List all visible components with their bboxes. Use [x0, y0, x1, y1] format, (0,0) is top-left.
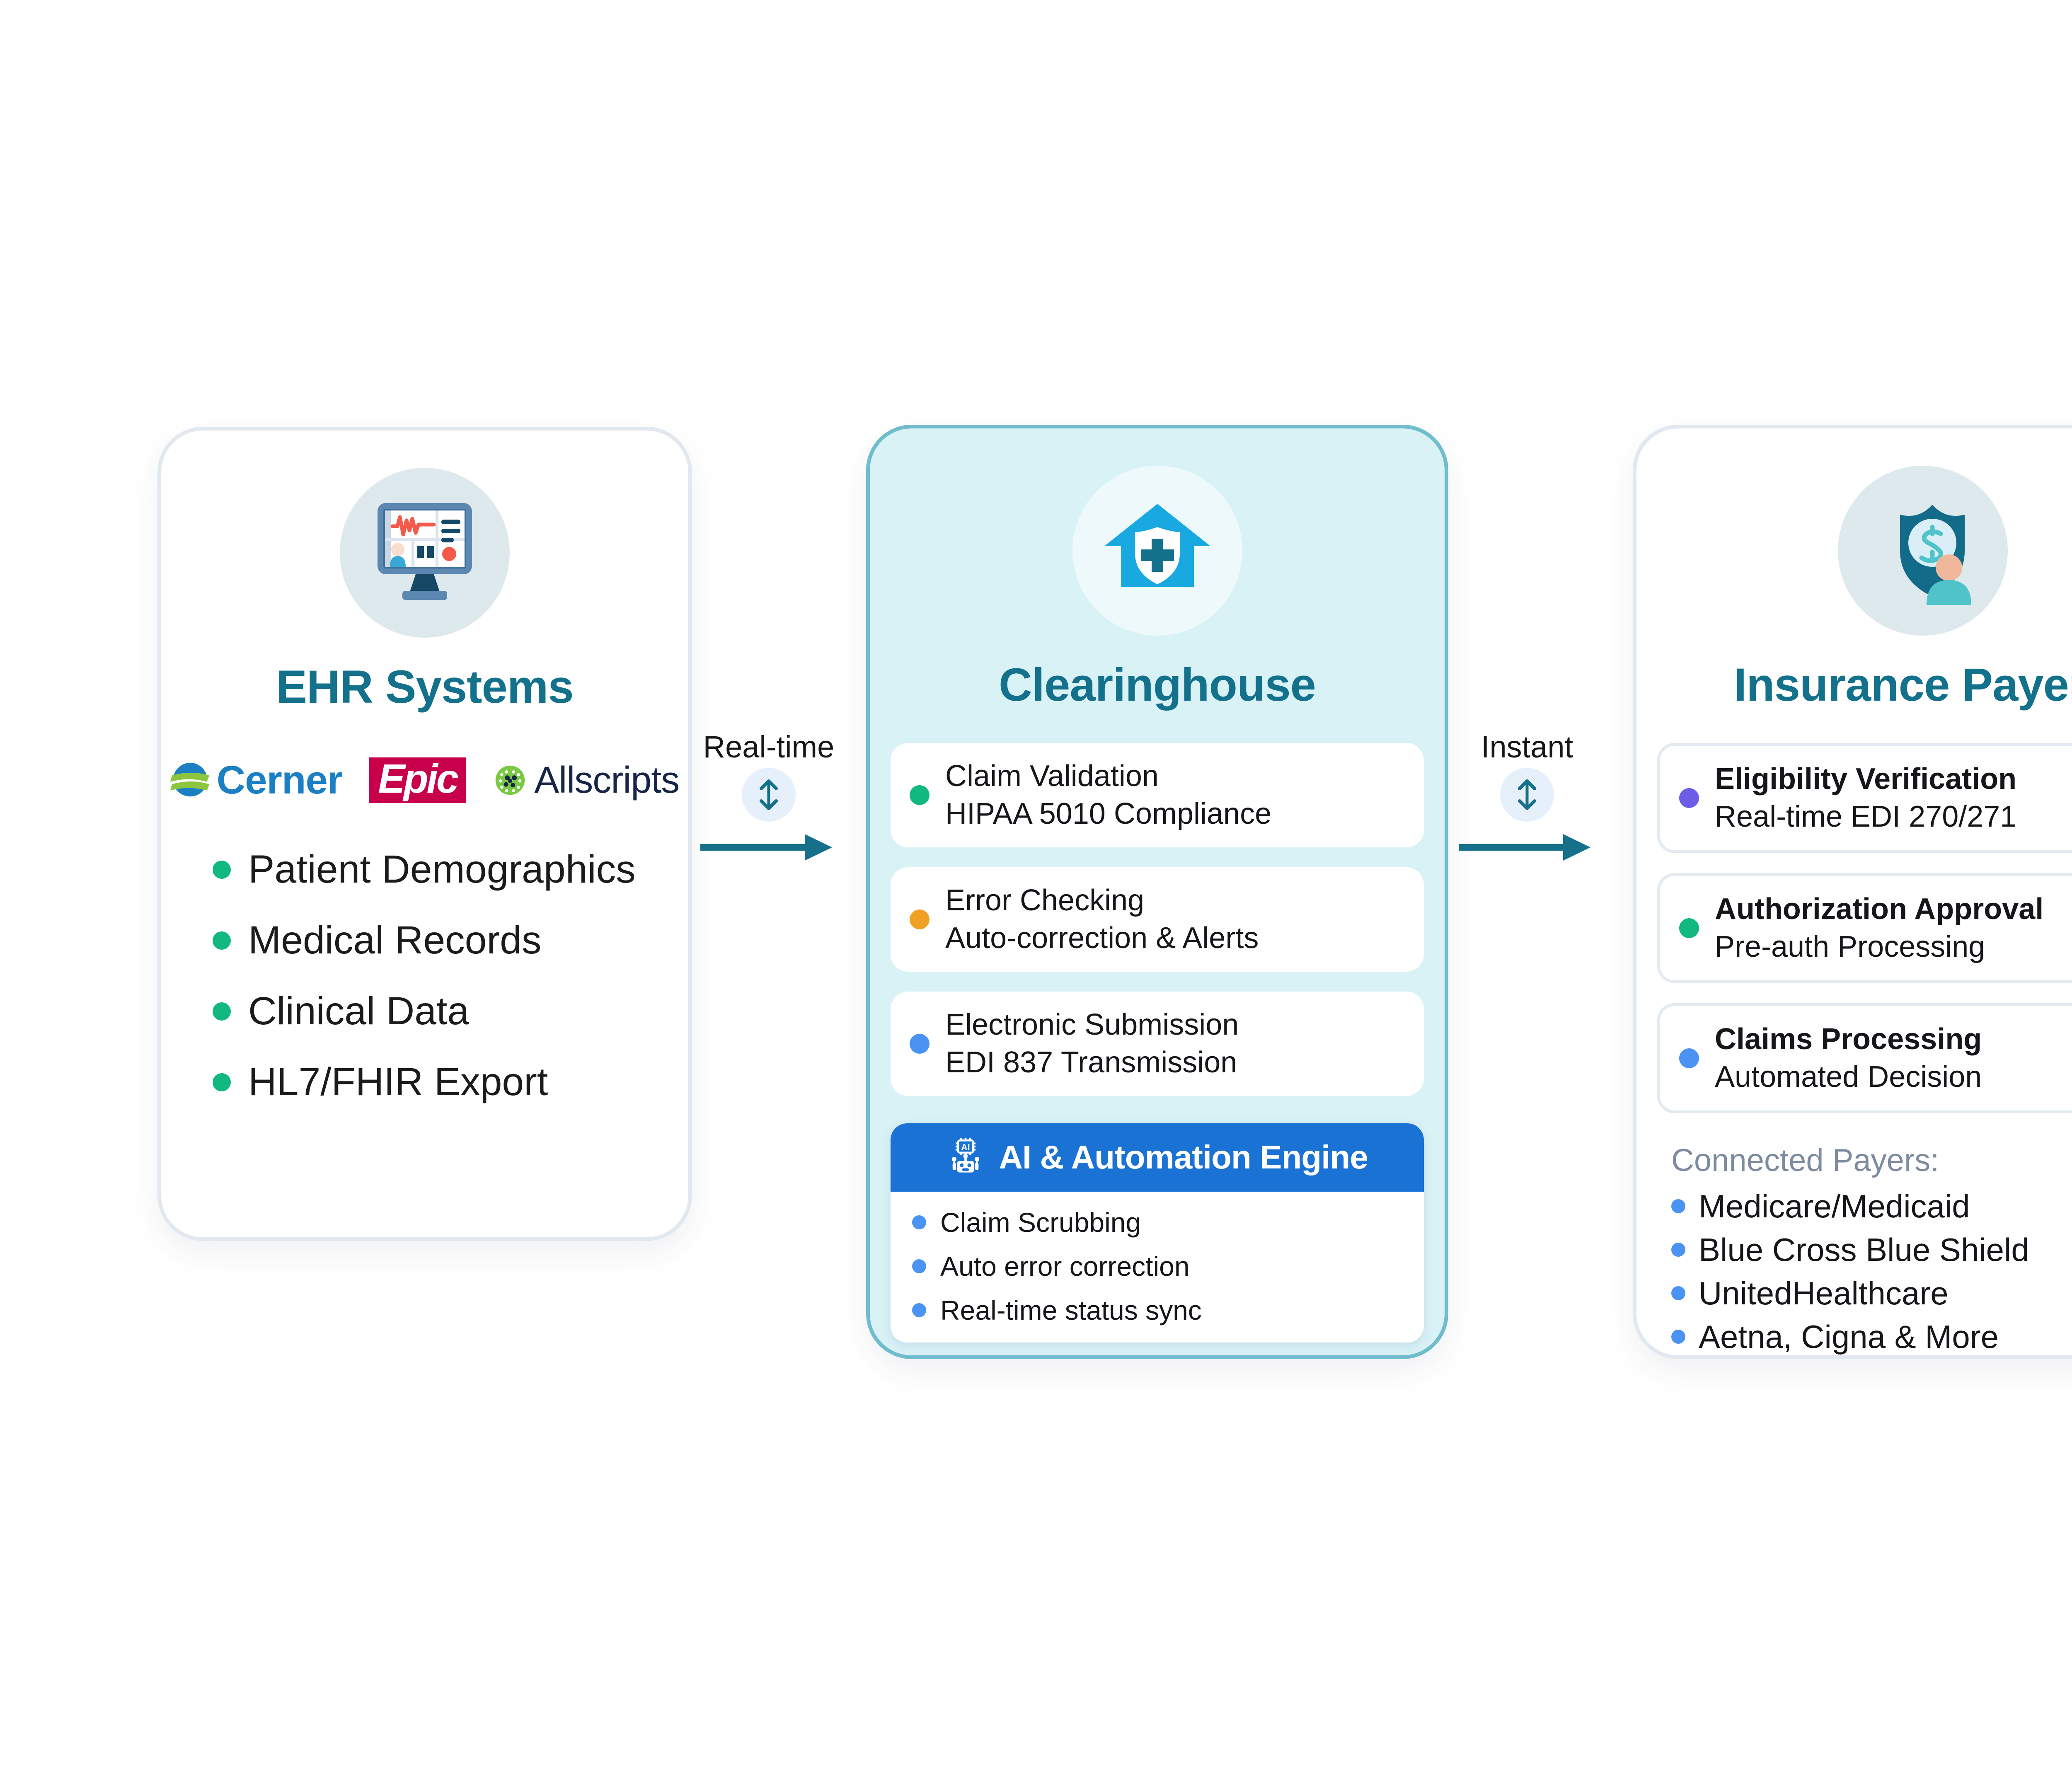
- cerner-logo: Cerner: [170, 757, 343, 803]
- ai-engine-header: AI AI & Automation Engine: [891, 1123, 1424, 1192]
- feature-card[interactable]: Authorization Approval Pre-auth Processi…: [1657, 873, 2072, 983]
- list-item: Claim Scrubbing: [912, 1207, 1410, 1238]
- connected-payer-label: UnitedHealthcare: [1699, 1275, 1949, 1311]
- feature-card-subtitle: EDI 837 Transmission: [945, 1045, 1237, 1079]
- status-dot-icon: [1679, 1048, 1699, 1068]
- ai-engine-title: AI & Automation Engine: [999, 1139, 1368, 1176]
- allscripts-logo-text: Allscripts: [534, 759, 680, 801]
- connected-payers-heading: Connected Payers:: [1671, 1142, 1939, 1178]
- bullet-dot-icon: [1671, 1286, 1685, 1301]
- cerner-logo-text: Cerner: [216, 758, 343, 802]
- bullet-dot-icon: [1671, 1243, 1685, 1257]
- list-item: Blue Cross Blue Shield: [1671, 1231, 2072, 1269]
- allscripts-logo: Allscripts: [493, 759, 680, 802]
- shield-dollar-person-icon: [1838, 466, 2008, 636]
- feature-card-title: Authorization Approval: [1715, 892, 2044, 926]
- connected-payer-label: Medicare/Medicaid: [1699, 1188, 1970, 1224]
- connected-payer-label: Aetna, Cigna & More: [1699, 1318, 1999, 1355]
- status-dot-icon: [1679, 918, 1699, 938]
- bullet-dot-icon: [213, 860, 231, 879]
- bullet-dot-icon: [1671, 1330, 1685, 1344]
- stage-panel-insurance-payers[interactable]: Insurance Payers Eligibility Verificatio…: [1633, 425, 2072, 1359]
- feature-card[interactable]: Eligibility Verification Real-time EDI 2…: [1657, 743, 2072, 853]
- bullet-dot-icon: [1671, 1199, 1685, 1214]
- payers-card-list: Eligibility Verification Real-time EDI 2…: [1657, 743, 2072, 1113]
- feature-card[interactable]: Claims Processing Automated Decision: [1657, 1003, 2072, 1113]
- ehr-feature-label: Clinical Data: [248, 989, 470, 1033]
- svg-text:AI: AI: [961, 1142, 970, 1152]
- bullet-dot-icon: [213, 1073, 231, 1091]
- connector-clearinghouse-to-payers: Instant: [1459, 729, 1595, 870]
- page-title-ehr-systems: EHR Systems: [276, 661, 574, 713]
- ehr-feature-label: Patient Demographics: [248, 847, 636, 891]
- feature-card-subtitle: Pre-auth Processing: [1715, 930, 1985, 963]
- allscripts-mark-icon: [495, 765, 525, 795]
- arrow-right-icon: [700, 827, 837, 870]
- feature-card-subtitle: Real-time EDI 270/271: [1715, 800, 2017, 833]
- feature-card-subtitle: HIPAA 5010 Compliance: [945, 797, 1272, 830]
- feature-card-title: Error Checking: [945, 883, 1145, 917]
- ai-engine-item-label: Claim Scrubbing: [940, 1207, 1141, 1238]
- bullet-dot-icon: [213, 931, 231, 950]
- epic-logo: Epic: [369, 756, 467, 803]
- ehr-feature-label: Medical Records: [248, 918, 542, 962]
- status-dot-icon: [910, 785, 929, 805]
- list-item: Real-time status sync: [912, 1294, 1410, 1326]
- connected-payers-section: Connected Payers: Medicare/Medicaid Blue…: [1657, 1142, 2072, 1362]
- list-item: Medicare/Medicaid: [1671, 1188, 2072, 1225]
- bidirectional-sync-icon: [1500, 768, 1554, 822]
- connector-label: Instant: [1481, 730, 1573, 764]
- connected-payer-label: Blue Cross Blue Shield: [1699, 1231, 2029, 1268]
- list-item: Medical Records: [213, 918, 668, 963]
- list-item: Aetna, Cigna & More: [1671, 1318, 2072, 1356]
- list-item: UnitedHealthcare: [1671, 1275, 2072, 1312]
- feature-card-title: Eligibility Verification: [1715, 762, 2017, 796]
- stage-panel-ehr-systems[interactable]: EHR Systems Cerner Epic: [157, 427, 692, 1241]
- ai-engine-item-label: Auto error correction: [940, 1251, 1190, 1282]
- epic-logo-text: Epic: [378, 756, 459, 801]
- connector-ehr-to-clearinghouse: Real-time: [700, 729, 837, 870]
- feature-card-title: Claims Processing: [1715, 1022, 1982, 1056]
- ai-engine-item-list: Claim Scrubbing Auto error correction Re…: [891, 1192, 1424, 1342]
- feature-card[interactable]: Error Checking Auto-correction & Alerts: [891, 867, 1424, 972]
- status-dot-icon: [910, 909, 929, 929]
- feature-card-subtitle: Automated Decision: [1715, 1060, 1982, 1093]
- feature-card[interactable]: Electronic Submission EDI 837 Transmissi…: [891, 991, 1424, 1096]
- list-item: Clinical Data: [213, 989, 668, 1034]
- list-item: Patient Demographics: [213, 847, 668, 892]
- hospital-shield-icon: [1072, 466, 1242, 636]
- ehr-feature-label: HL7/FHIR Export: [248, 1060, 548, 1104]
- cerner-mark-icon: [170, 762, 209, 797]
- bullet-dot-icon: [912, 1303, 926, 1317]
- ai-robot-icon: AI: [946, 1137, 985, 1178]
- monitor-vitals-icon: [340, 468, 510, 638]
- status-dot-icon: [1679, 788, 1699, 808]
- bidirectional-sync-icon: [742, 768, 796, 822]
- bullet-dot-icon: [912, 1259, 926, 1273]
- page-title-insurance-payers: Insurance Payers: [1734, 659, 2072, 711]
- vendor-logos-row: Cerner Epic: [170, 753, 680, 807]
- ai-automation-engine-box[interactable]: AI AI & Automation Engine: [891, 1123, 1424, 1342]
- feature-card[interactable]: Claim Validation HIPAA 5010 Compliance: [891, 743, 1424, 847]
- clearinghouse-card-list: Claim Validation HIPAA 5010 Compliance E…: [891, 743, 1424, 1096]
- ai-engine-item-label: Real-time status sync: [940, 1294, 1202, 1326]
- bullet-dot-icon: [213, 1002, 231, 1021]
- list-item: Auto error correction: [912, 1251, 1410, 1282]
- list-item: HL7/FHIR Export: [213, 1059, 668, 1105]
- status-dot-icon: [910, 1033, 929, 1054]
- stage-panel-clearinghouse[interactable]: Clearinghouse Claim Validation HIPAA 501…: [866, 425, 1448, 1359]
- arrow-right-icon: [1459, 827, 1595, 870]
- bullet-dot-icon: [912, 1215, 926, 1229]
- connector-label: Real-time: [703, 730, 835, 764]
- feature-card-subtitle: Auto-correction & Alerts: [945, 921, 1259, 955]
- page-title-clearinghouse: Clearinghouse: [999, 659, 1316, 711]
- feature-card-title: Claim Validation: [945, 760, 1159, 793]
- feature-card-title: Electronic Submission: [945, 1008, 1239, 1041]
- ehr-feature-list: Patient Demographics Medical Records Cli…: [182, 847, 668, 1130]
